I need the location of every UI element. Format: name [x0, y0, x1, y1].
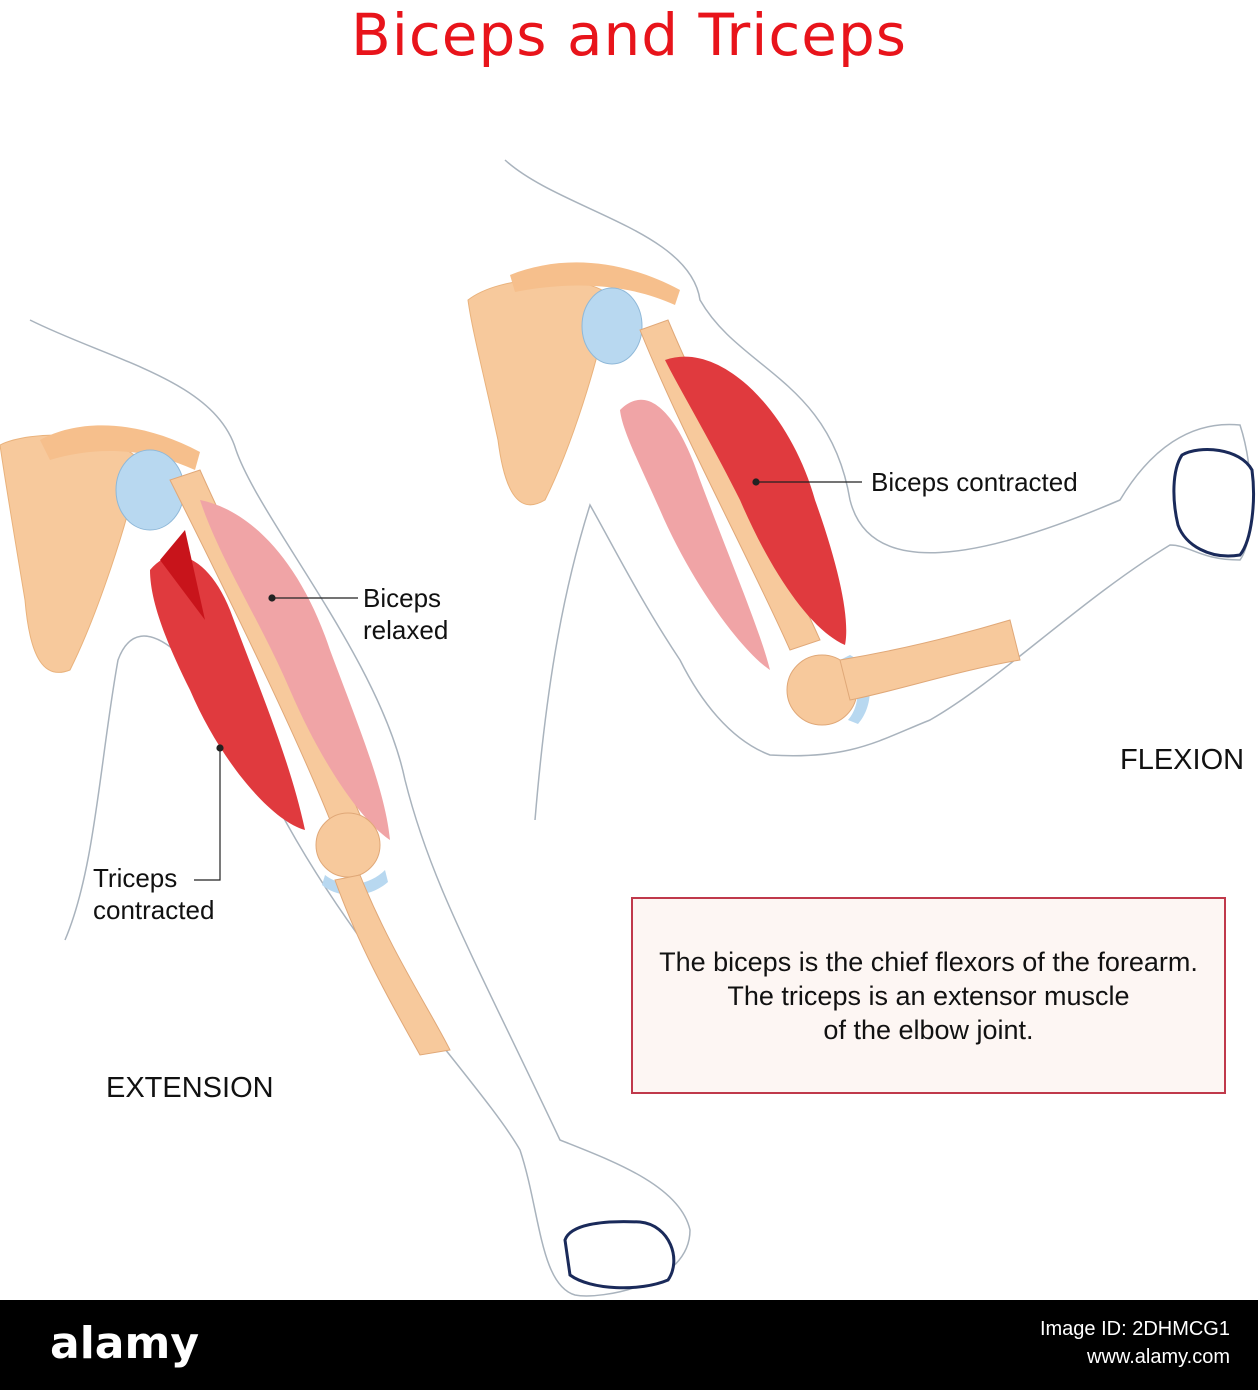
extension-triceps [150, 555, 305, 830]
flexion-arm-outline [504, 159, 1252, 821]
extension-clavicle [40, 425, 200, 470]
footer-bar [0, 1300, 1258, 1390]
leader-lines [194, 478, 862, 881]
extension-forearm-bones [334, 874, 451, 1056]
page-title: Biceps and Triceps [351, 1, 907, 69]
extension-arm [0, 319, 691, 1297]
explanation-box: The biceps is the chief flexors of the f… [631, 897, 1226, 1094]
leader-triceps-contracted [194, 748, 221, 881]
site-url: www.alamy.com [1087, 1346, 1230, 1368]
extension-elbow [315, 812, 381, 878]
image-id: Image ID: 2DHMCG1 [1039, 1318, 1230, 1340]
label-flexion: FLEXION [1120, 744, 1245, 776]
flexion-forearm-bones [839, 619, 1021, 701]
label-biceps-relaxed: Biceps relaxed [363, 583, 449, 645]
flexion-arm [467, 159, 1255, 821]
extension-fist [563, 1220, 676, 1290]
note-line: The biceps is the chief flexors of the f… [659, 946, 1198, 977]
alamy-logo: alamy [50, 1318, 199, 1369]
flexion-triceps [620, 399, 770, 670]
note-line: of the elbow joint. [823, 1014, 1034, 1045]
label-triceps-contracted: Triceps contracted [93, 863, 215, 925]
extension-shoulder-cartilage [115, 449, 185, 531]
label-extension: EXTENSION [106, 1072, 274, 1104]
flexion-biceps [665, 356, 847, 645]
flexion-fist [1172, 448, 1255, 558]
extension-biceps [200, 500, 390, 840]
note-line: The triceps is an extensor muscle [727, 980, 1130, 1011]
label-biceps-contracted: Biceps contracted [871, 467, 1078, 497]
extension-scapula [0, 434, 141, 673]
flexion-shoulder-cartilage [581, 287, 643, 365]
anatomy-illustration [0, 159, 1255, 1297]
flexion-clavicle [510, 262, 680, 305]
extension-triceps-deep [160, 530, 205, 620]
